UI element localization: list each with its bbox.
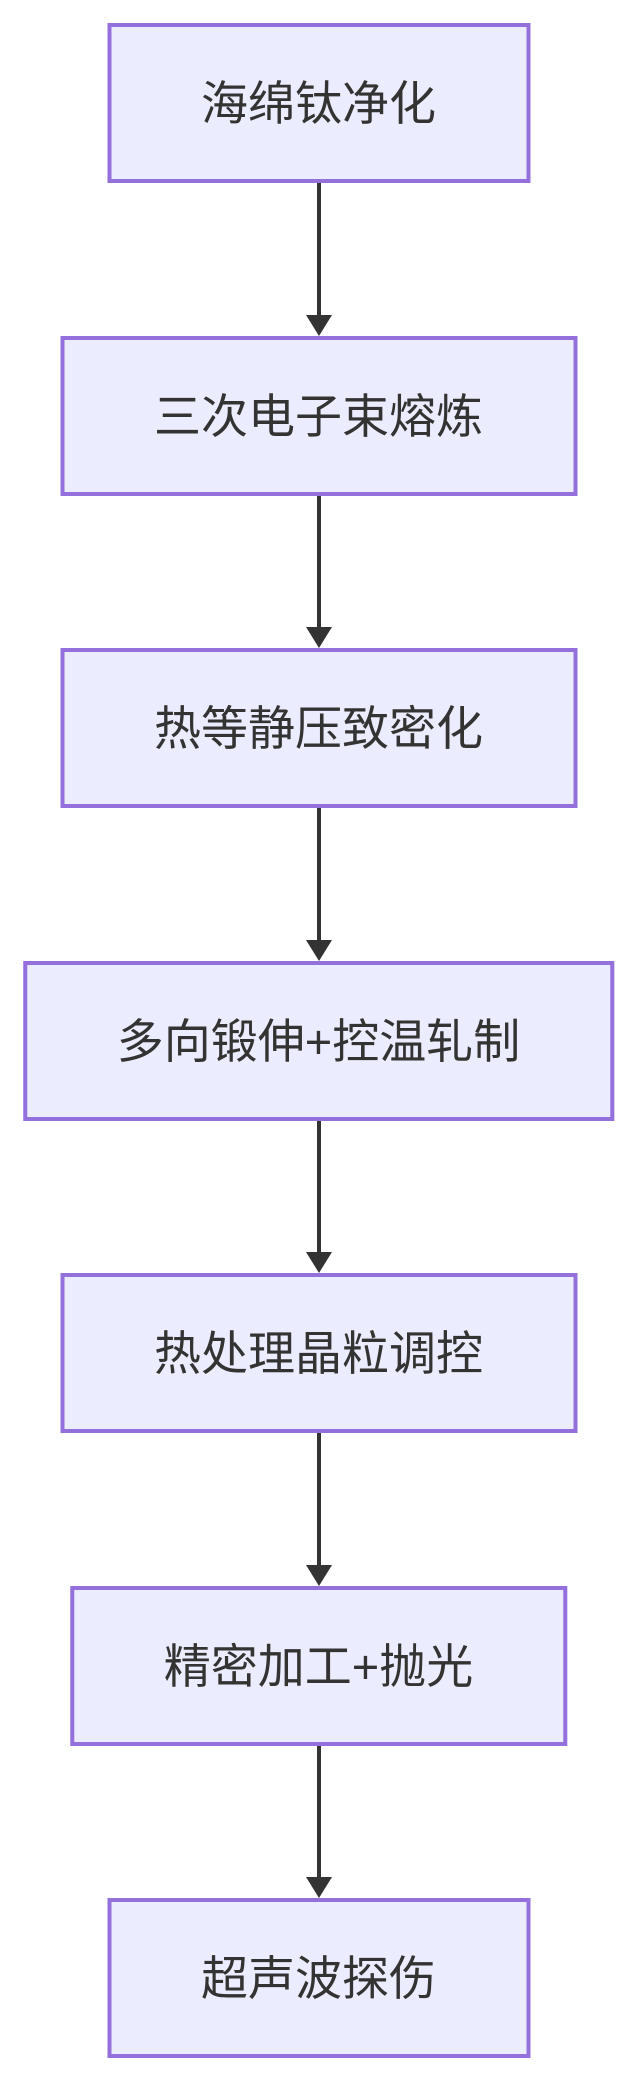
flow-node-label: 多向锻伸+控温轧制 [116, 1014, 521, 1068]
flow-node-step-7: 超声波探伤 [107, 1898, 530, 2058]
arrow-connector [305, 1746, 332, 1898]
arrow-shaft [316, 808, 321, 940]
arrow-connector [305, 1121, 332, 1273]
flow-node-step-1: 海绵钛净化 [107, 23, 530, 183]
flow-node-label: 三次电子束熔炼 [154, 389, 483, 443]
flow-node-label: 海绵钛净化 [201, 76, 436, 130]
arrow-connector [305, 1433, 332, 1586]
flow-node-step-6: 精密加工+抛光 [69, 1586, 568, 1746]
arrow-connector [305, 496, 332, 648]
arrow-connector [305, 808, 332, 961]
arrow-shaft [316, 183, 321, 315]
flow-node-label: 超声波探伤 [201, 1951, 436, 2005]
flow-node-label: 精密加工+抛光 [163, 1639, 474, 1693]
flow-node-step-3: 热等静压致密化 [60, 648, 577, 808]
arrow-shaft [316, 1433, 321, 1565]
arrow-connector [305, 183, 332, 336]
flow-node-label: 热等静压致密化 [154, 701, 483, 755]
flow-node-step-2: 三次电子束熔炼 [60, 336, 577, 496]
arrow-shaft [316, 1746, 321, 1877]
arrow-down-icon [305, 627, 332, 648]
arrow-down-icon [305, 1877, 332, 1898]
arrow-shaft [316, 496, 321, 627]
arrow-down-icon [305, 315, 332, 336]
flow-node-step-5: 热处理晶粒调控 [60, 1273, 577, 1433]
arrow-down-icon [305, 1565, 332, 1586]
flow-node-step-4: 多向锻伸+控温轧制 [22, 961, 615, 1121]
arrow-down-icon [305, 940, 332, 961]
arrow-shaft [316, 1121, 321, 1252]
arrow-down-icon [305, 1252, 332, 1273]
flow-node-label: 热处理晶粒调控 [154, 1326, 483, 1380]
